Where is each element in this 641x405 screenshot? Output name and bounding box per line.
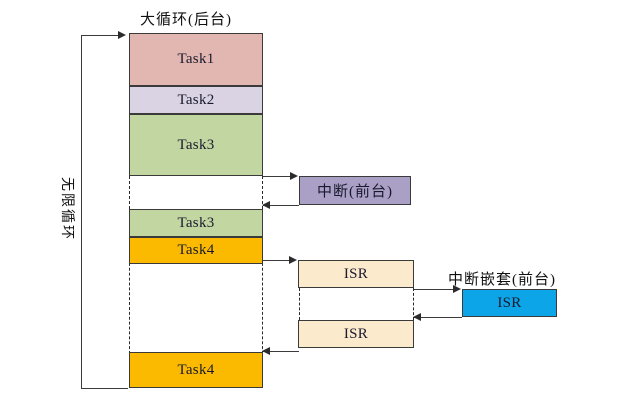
- task-block-task3-resumed[interactable]: Task3: [129, 209, 263, 237]
- task-block-task4-resumed[interactable]: Task4: [129, 352, 263, 388]
- loop-top-line: [81, 35, 120, 37]
- nested-interrupt-title: 中断嵌套(前台): [448, 272, 556, 288]
- interrupt-return-line: [263, 205, 299, 207]
- isr-column-dash-right: [413, 288, 414, 320]
- task-column-dash-left-lower: [129, 258, 130, 354]
- main-loop-title: 大循环(后台): [140, 12, 232, 28]
- task-column-dash-right-upper: [262, 176, 263, 209]
- isr-column-dash-left: [299, 288, 300, 320]
- isr-enter-arrowhead: [289, 255, 297, 264]
- isr-block-upper[interactable]: ISR: [298, 260, 414, 288]
- task-column-dash-right-lower: [262, 258, 263, 354]
- isr-return-line: [263, 351, 299, 353]
- nested-isr-block[interactable]: ISR: [462, 289, 557, 317]
- nested-isr-return-arrowhead: [413, 312, 421, 321]
- isr-return-arrowhead: [262, 346, 270, 355]
- interrupt-enter-line: [263, 176, 292, 178]
- nested-isr-enter-line: [414, 289, 455, 291]
- loop-left-line: [81, 35, 83, 389]
- task-block-task4-first[interactable]: Task4: [129, 237, 263, 264]
- nested-isr-return-line: [414, 317, 462, 319]
- isr-block-lower[interactable]: ISR: [298, 320, 414, 348]
- task-block-task1[interactable]: Task1: [129, 33, 263, 86]
- task-column-dash-left-upper: [129, 176, 130, 209]
- loop-top-arrowhead: [118, 30, 126, 39]
- interrupt-enter-arrowhead: [290, 171, 298, 180]
- loop-bottom-line: [81, 388, 128, 390]
- nested-isr-enter-arrowhead: [453, 284, 461, 293]
- infinite-loop-label: 无限循环: [58, 175, 78, 243]
- isr-enter-line: [263, 260, 291, 262]
- interrupt-return-arrowhead: [262, 200, 270, 209]
- interrupt-block[interactable]: 中断(前台): [299, 176, 411, 205]
- task-block-task3-first[interactable]: Task3: [129, 114, 263, 176]
- task-block-task2[interactable]: Task2: [129, 86, 263, 114]
